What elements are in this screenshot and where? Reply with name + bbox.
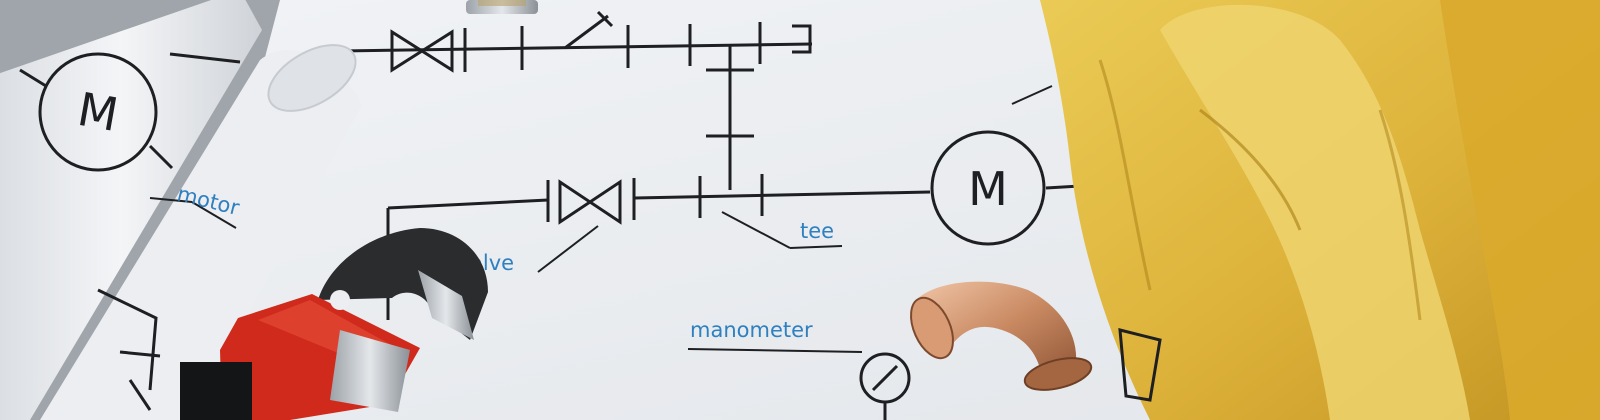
work-gloves: [1040, 0, 1600, 420]
brass-fitting: [466, 0, 538, 14]
motor-symbol-letter: M: [968, 162, 1008, 216]
rolled-blueprints: [0, 0, 362, 420]
label-manometer: manometer: [690, 318, 813, 342]
pipe-wrench: [180, 228, 488, 420]
motor-symbol-letter-left: M: [74, 82, 122, 142]
label-tee: tee: [800, 219, 834, 243]
copper-elbow-fitting: [910, 281, 1093, 391]
